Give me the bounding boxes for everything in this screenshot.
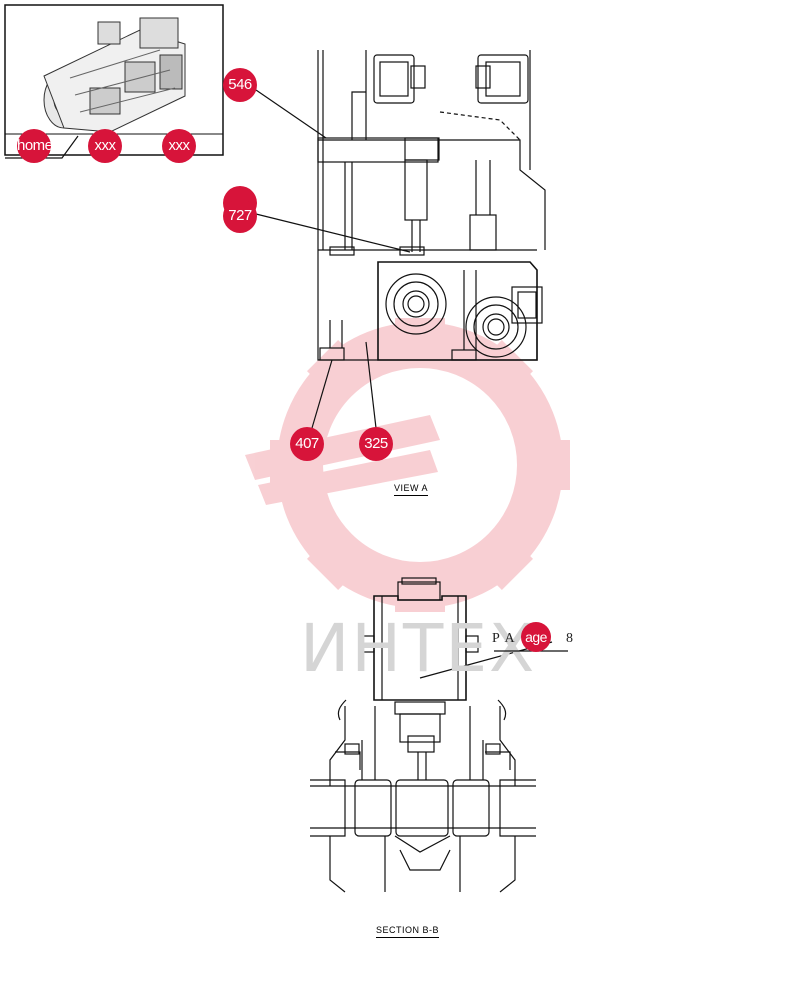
section-bb-drawing: [310, 577, 536, 893]
caption-section-bb: SECTION B-B: [376, 925, 440, 938]
callout-407[interactable]: 407: [290, 427, 324, 461]
callout-727[interactable]: 727: [223, 199, 257, 233]
next-page-button[interactable]: xxx: [162, 129, 196, 163]
drawing-page-label: PA: [492, 631, 521, 646]
prev-page-button[interactable]: xxx: [88, 129, 122, 163]
view-a-drawing: [317, 50, 546, 361]
drawing-page-number: 8: [566, 631, 573, 646]
home-button[interactable]: home: [17, 129, 51, 163]
pump-thumbnail-icon: [43, 17, 186, 133]
page-link-callout[interactable]: age: [521, 622, 551, 652]
watermark-gear-icon: [245, 318, 570, 612]
callout-325[interactable]: 325: [359, 427, 393, 461]
caption-view-a: VIEW A: [394, 483, 429, 496]
callout-546[interactable]: 546: [223, 68, 257, 102]
